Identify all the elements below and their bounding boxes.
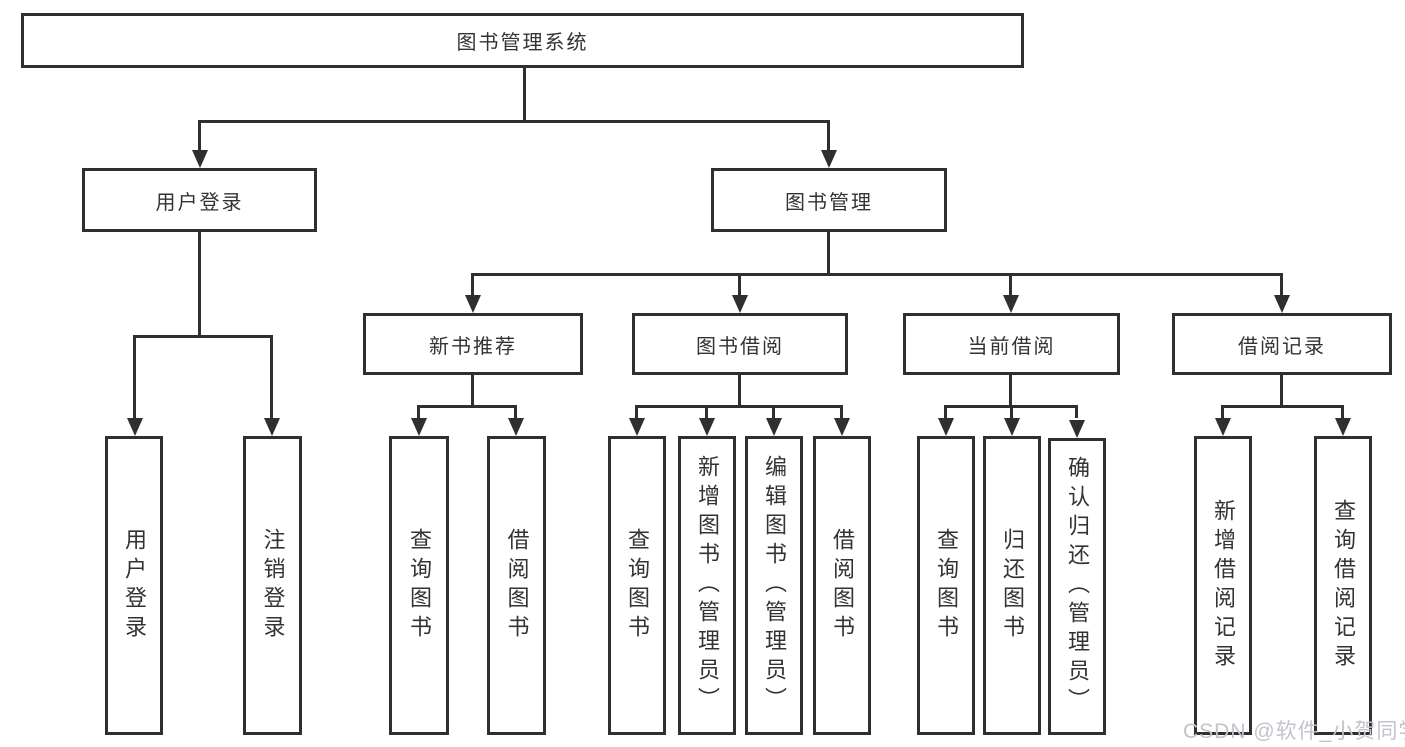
leaf-label: 确认归还（管理员） — [1065, 456, 1090, 717]
arrow-down-icon — [465, 295, 481, 313]
connector-line — [471, 273, 1283, 276]
connector-line — [1221, 405, 1344, 408]
arrow-down-icon — [1335, 418, 1351, 436]
connector-line — [635, 405, 638, 418]
connector-line — [198, 120, 201, 150]
connector-line — [1010, 405, 1013, 418]
arrow-down-icon — [1215, 418, 1231, 436]
arrow-down-icon — [821, 150, 837, 168]
leaf-edit-books-admin: 编辑图书（管理员） — [745, 436, 803, 735]
arrow-down-icon — [264, 418, 280, 436]
connector-line — [1009, 273, 1012, 295]
leaf-label: 用户登录 — [122, 527, 147, 644]
arrow-down-icon — [1004, 418, 1020, 436]
leaf-borrow-books-recommend: 借阅图书 — [487, 436, 546, 735]
node-label: 用户登录 — [155, 191, 244, 214]
node-book-management: 图书管理 — [711, 168, 947, 232]
arrow-down-icon — [411, 418, 427, 436]
arrow-down-icon — [699, 418, 715, 436]
connector-line — [417, 405, 420, 418]
leaf-add-books-admin: 新增图书（管理员） — [678, 436, 736, 735]
leaf-label: 新增借阅记录 — [1211, 498, 1236, 673]
connector-line — [270, 335, 273, 418]
leaf-add-borrow-record: 新增借阅记录 — [1194, 436, 1252, 735]
node-label: 图书借阅 — [696, 335, 784, 358]
leaf-query-borrow-record: 查询借阅记录 — [1314, 436, 1372, 735]
node-label: 图书管理 — [785, 191, 873, 214]
connector-line — [1280, 273, 1283, 295]
connector-line — [944, 405, 947, 418]
connector-line — [133, 335, 273, 338]
leaf-query-books-borrow: 查询图书 — [608, 436, 666, 735]
leaf-user-login: 用户登录 — [105, 436, 163, 735]
arrow-down-icon — [732, 295, 748, 313]
arrow-down-icon — [766, 418, 782, 436]
connector-line — [1280, 375, 1283, 408]
connector-line — [1009, 375, 1012, 408]
connector-line — [471, 375, 474, 408]
arrow-down-icon — [834, 418, 850, 436]
leaf-query-books-current: 查询图书 — [917, 436, 975, 735]
connector-line — [827, 232, 830, 276]
leaf-label: 查询图书 — [934, 527, 959, 644]
arrow-down-icon — [1003, 295, 1019, 313]
arrow-down-icon — [1274, 295, 1290, 313]
leaf-label: 查询图书 — [625, 527, 650, 644]
leaf-confirm-return-admin: 确认归还（管理员） — [1048, 438, 1106, 735]
node-label: 新书推荐 — [429, 335, 517, 358]
arrow-down-icon — [508, 418, 524, 436]
connector-line — [133, 335, 136, 418]
leaf-label: 归还图书 — [1000, 527, 1025, 644]
connector-line — [1221, 405, 1224, 418]
connector-line — [198, 120, 830, 123]
connector-line — [635, 405, 843, 408]
leaf-borrow-books: 借阅图书 — [813, 436, 871, 735]
leaf-logout: 注销登录 — [243, 436, 302, 735]
leaf-label: 编辑图书（管理员） — [762, 455, 787, 716]
connector-line — [514, 405, 517, 418]
connector-line — [1075, 405, 1078, 418]
connector-line — [198, 232, 201, 338]
leaf-label: 借阅图书 — [830, 527, 855, 644]
node-current-borrowing: 当前借阅 — [903, 313, 1120, 375]
node-label: 图书管理系统 — [456, 32, 589, 54]
arrow-down-icon — [127, 418, 143, 436]
arrow-down-icon — [1069, 420, 1085, 438]
connector-line — [738, 273, 741, 295]
node-label: 当前借阅 — [967, 335, 1056, 358]
arrow-down-icon — [938, 418, 954, 436]
connector-line — [840, 405, 843, 418]
leaf-label: 注销登录 — [260, 527, 286, 644]
connector-line — [1341, 405, 1344, 418]
leaf-return-books: 归还图书 — [983, 436, 1041, 735]
node-label: 借阅记录 — [1238, 335, 1326, 358]
connector-line — [471, 273, 474, 295]
leaf-label: 新增图书（管理员） — [695, 455, 720, 716]
connector-line — [738, 375, 741, 408]
leaf-label: 查询图书 — [407, 527, 432, 644]
arrow-down-icon — [192, 150, 208, 168]
leaf-label: 查询借阅记录 — [1331, 498, 1356, 673]
node-user-login-branch: 用户登录 — [82, 168, 317, 232]
node-book-borrowing: 图书借阅 — [632, 313, 848, 375]
connector-line — [523, 68, 526, 123]
watermark: CSDN @软件_小贺同学 — [1183, 720, 1405, 743]
leaf-query-books-recommend: 查询图书 — [389, 436, 449, 735]
connector-line — [417, 405, 517, 408]
node-borrowing-records: 借阅记录 — [1172, 313, 1392, 375]
node-new-book-recommendation: 新书推荐 — [363, 313, 583, 375]
leaf-label: 借阅图书 — [504, 527, 530, 644]
node-library-management-system: 图书管理系统 — [21, 13, 1024, 68]
connector-line — [705, 405, 708, 418]
arrow-down-icon — [629, 418, 645, 436]
connector-line — [827, 120, 830, 150]
connector-line — [772, 405, 775, 418]
